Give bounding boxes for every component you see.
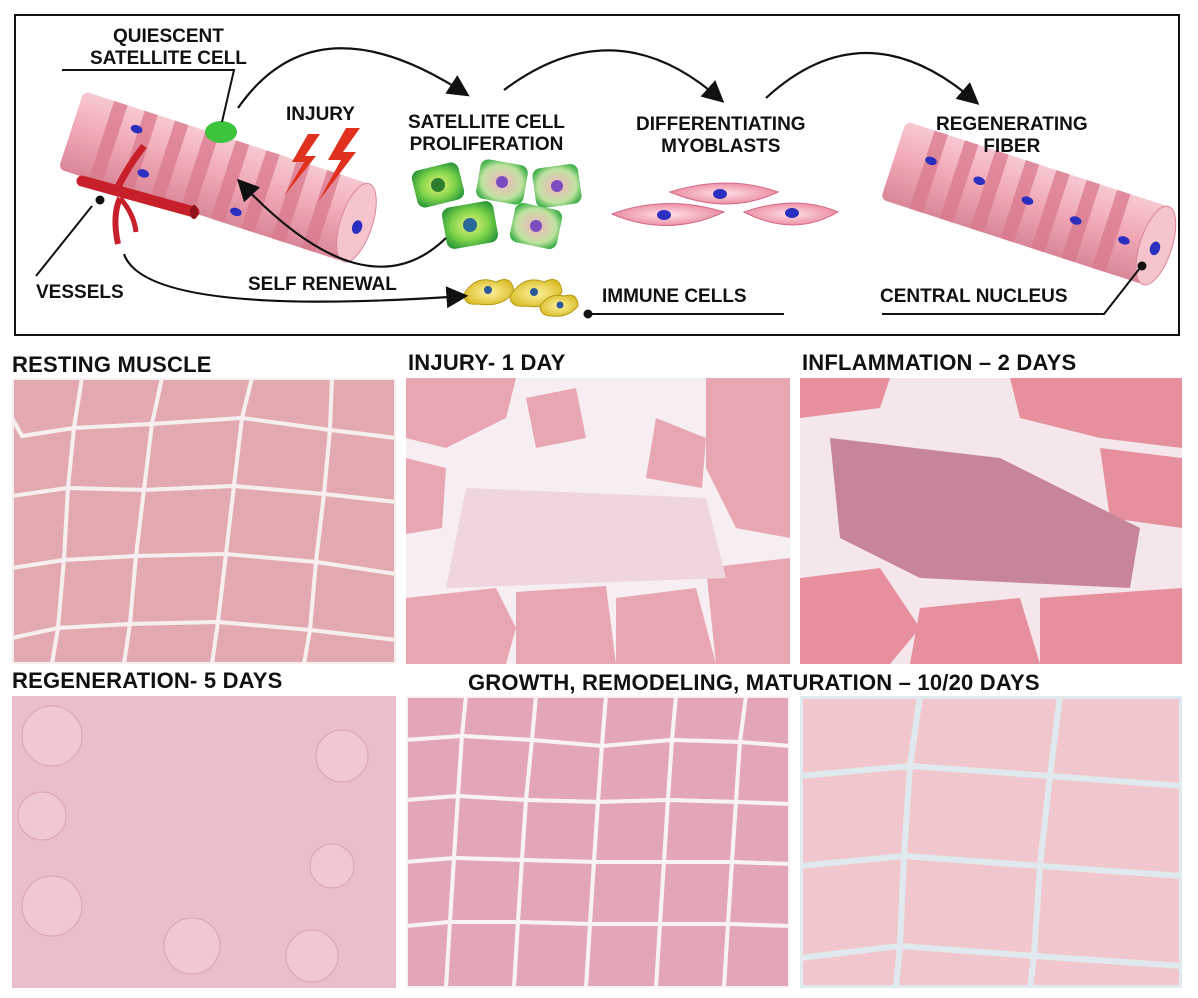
label-quiescent: QUIESCENT SATELLITE CELL [90,26,247,70]
label-injury: INJURY [286,104,355,125]
label-regenerating: REGENERATING FIBER [936,114,1088,158]
label-regenerating-line1: REGENERATING [936,114,1088,135]
image-growth-10-days [406,696,790,988]
vessels-graphic [76,143,200,245]
image-injury-1-day [406,378,790,664]
label-quiescent-line1: QUIESCENT [113,26,224,47]
label-quiescent-line2: SATELLITE CELL [90,48,247,69]
maturation-histology [800,696,1182,988]
label-differentiating: DIFFERENTIATING MYOBLASTS [636,114,806,158]
label-differentiating-line2: MYOBLASTS [661,136,781,157]
satellite-cell [205,121,237,143]
schematic-diagram: QUIESCENT SATELLITE CELL INJURY SATELLIT… [14,14,1180,336]
label-proliferation-line2: PROLIFERATION [409,134,564,155]
growth-histology-a [406,696,790,988]
image-inflammation-2-days [800,378,1182,664]
image-maturation-20-days [800,696,1182,988]
title-regeneration-5-days: REGENERATION- 5 DAYS [12,668,283,693]
inflammation-histology [800,378,1182,664]
image-resting-muscle [12,378,396,664]
myoblasts-graphic [610,182,840,226]
label-vessels: VESSELS [36,282,124,303]
label-immune-cells: IMMUNE CELLS [602,286,747,307]
label-proliferation: SATELLITE CELL PROLIFERATION [408,112,565,156]
image-regeneration-5-days [12,696,396,988]
leader-lines [35,69,1147,319]
title-resting-muscle: RESTING MUSCLE [12,352,212,377]
process-arrows [122,47,980,309]
label-self-renewal: SELF RENEWAL [248,274,397,295]
immune-cells-graphic [463,279,579,317]
title-growth-remodeling: GROWTH, REMODELING, MATURATION – 10/20 D… [468,670,1040,695]
injury-histology [406,378,790,664]
label-differentiating-line1: DIFFERENTIATING [636,114,806,135]
label-regenerating-line2: FIBER [983,136,1041,157]
label-central-nucleus: CENTRAL NUCLEUS [880,286,1068,307]
title-inflammation-2-days: INFLAMMATION – 2 DAYS [802,350,1077,375]
proliferating-cells [411,159,582,250]
diagram-graphics [35,47,1177,319]
title-injury-1-day: INJURY- 1 DAY [408,350,566,375]
regeneration-histology [12,696,396,988]
resting-muscle-histology [12,378,396,664]
injury-bolts [284,128,360,202]
label-proliferation-line1: SATELLITE CELL [408,112,565,133]
